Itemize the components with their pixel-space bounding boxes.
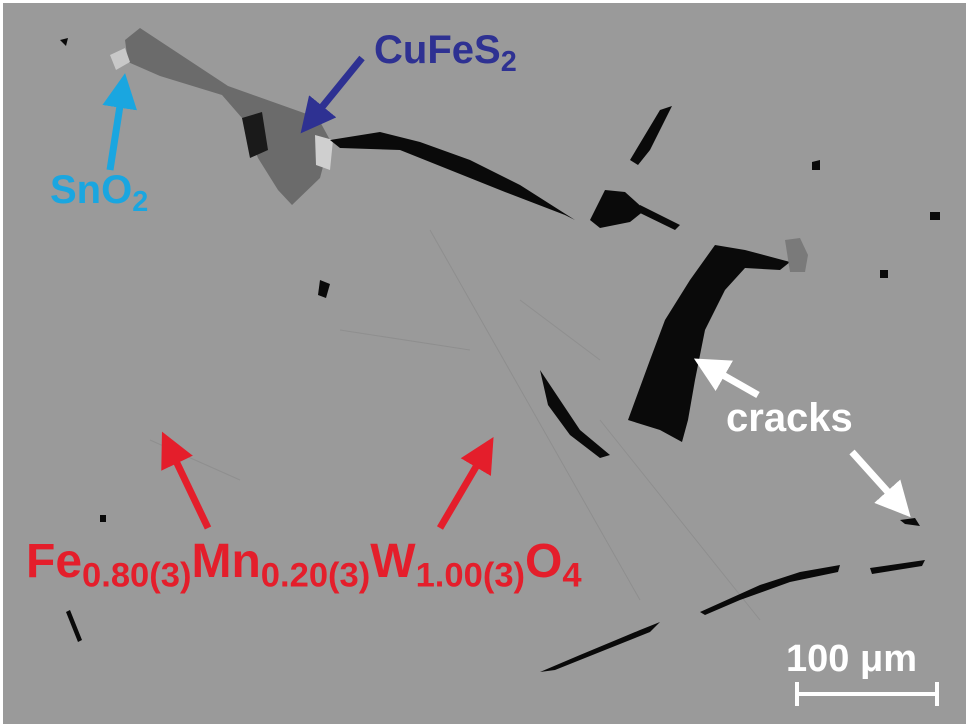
sno2-label: SnO2: [50, 168, 149, 219]
cufes2-arrow: [300, 55, 365, 134]
crack: [60, 38, 68, 46]
cufes2-label: CuFeS2: [374, 28, 517, 79]
crack: [930, 212, 940, 220]
crack: [540, 622, 660, 672]
cracks-arrow-upper: [693, 358, 760, 399]
wolframite-arrow-right: [436, 436, 494, 530]
crack-large: [628, 245, 790, 442]
crack: [812, 160, 820, 170]
crack: [870, 560, 925, 574]
crack: [590, 190, 645, 228]
scale-bar: [795, 682, 939, 706]
crack: [880, 270, 888, 278]
cracks-label: cracks: [726, 396, 853, 440]
matrix-background: [3, 3, 966, 724]
crack: [330, 132, 575, 220]
crack: [900, 518, 920, 526]
crack-network: [60, 38, 940, 672]
mineral-formula: Fe0.80(3)Mn0.20(3)W1.00(3)O4: [26, 535, 582, 595]
crack: [638, 205, 680, 230]
crack: [700, 565, 840, 615]
crack: [630, 106, 672, 165]
crack: [66, 610, 82, 642]
cracks-arrow-lower: [849, 449, 911, 518]
wolframite-arrow-left: [161, 431, 212, 530]
scale-bar-label: 100 μm: [786, 638, 917, 680]
cufes2-grain: [110, 28, 333, 205]
crack: [100, 515, 106, 522]
crack: [540, 370, 610, 458]
sno2-arrow: [102, 73, 137, 171]
crack: [318, 280, 330, 298]
